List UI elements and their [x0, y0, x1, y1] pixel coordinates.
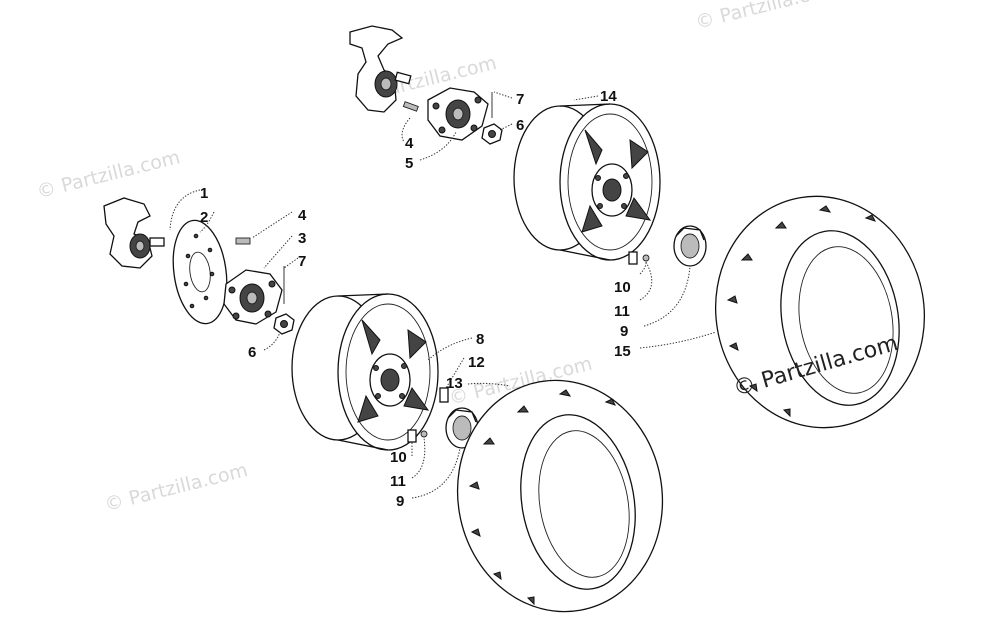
lower-valve-stem	[407, 429, 428, 443]
callout-label: 13	[446, 375, 463, 392]
watermark-text: © Partzilla.com	[102, 459, 250, 516]
lower-knuckle	[103, 197, 165, 269]
callout-label: 8	[476, 331, 484, 348]
callout-label: 5	[405, 155, 413, 172]
callout-label: 4	[405, 135, 414, 152]
upper-valve-stem	[628, 251, 650, 265]
upper-rim	[513, 103, 661, 261]
callout-label: 4	[298, 207, 307, 224]
upper-lug-nut	[673, 225, 707, 267]
callout-label: 6	[248, 344, 256, 361]
lower-wheel-stud	[439, 387, 449, 403]
callout-label: 9	[620, 323, 628, 340]
lower-hub	[223, 237, 283, 325]
callout-label: 9	[396, 493, 404, 510]
callout-label: 11	[614, 303, 630, 320]
callout-label: 1	[200, 185, 208, 202]
watermark-text: © Partzilla.com	[693, 0, 841, 34]
upper-hub	[402, 87, 489, 141]
callouts: 7 6 4 5 14 10 11 9 15 1 2 4 3 7 6 8 12 1…	[200, 88, 631, 510]
callout-label: 6	[516, 117, 524, 134]
callout-label: 11	[390, 473, 406, 490]
upper-axle-nut	[481, 123, 503, 145]
callout-label: 7	[298, 253, 306, 270]
callout-label: 7	[516, 91, 524, 108]
lower-rim	[291, 293, 439, 451]
callout-label: 3	[298, 230, 306, 247]
leader-lines	[169, 91, 717, 499]
watermark-text: © Partzilla.com	[35, 146, 183, 203]
lower-axle-nut	[273, 313, 295, 335]
upper-tire	[714, 195, 926, 429]
brake-disc	[172, 219, 228, 325]
callout-label: 15	[614, 343, 631, 360]
callout-label: 10	[614, 279, 631, 296]
callout-label: 14	[600, 88, 617, 105]
callout-label: 12	[468, 354, 485, 371]
lower-tire	[456, 379, 664, 613]
callout-label: 2	[200, 209, 208, 226]
callout-label: 10	[390, 449, 407, 466]
upper-knuckle	[349, 25, 412, 113]
